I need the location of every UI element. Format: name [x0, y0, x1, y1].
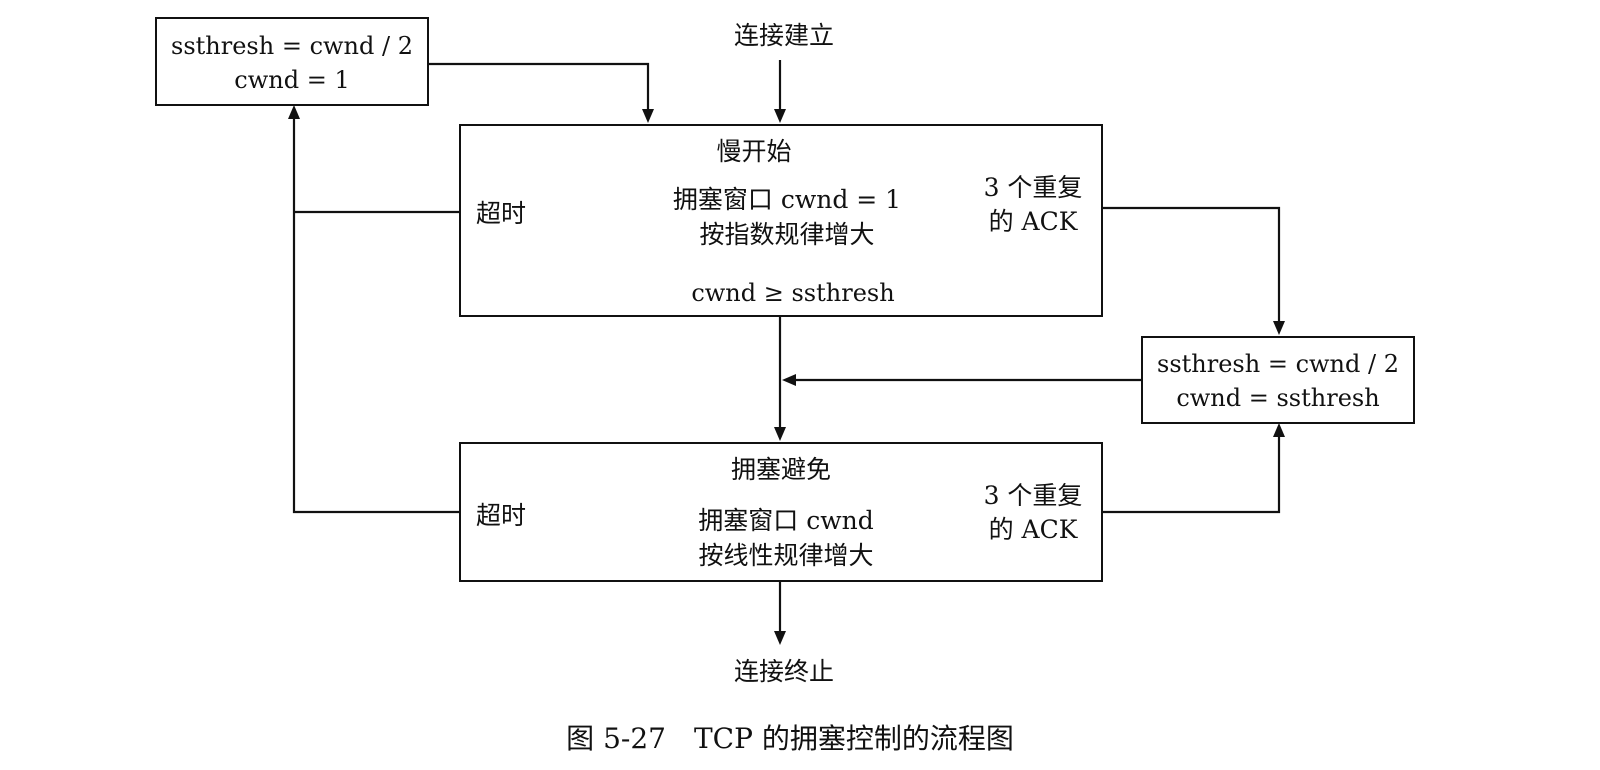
edge-reset-to-slow-start	[428, 62, 650, 109]
fast-recovery-line-1: ssthresh = cwnd / 2	[1157, 350, 1399, 378]
congestion-avoidance-dup-ack-line-2: 的 ACK	[989, 515, 1079, 544]
slow-start-title: 慢开始	[716, 137, 791, 166]
slow-start-condition: cwnd ≥ ssthresh	[691, 279, 894, 307]
fast-recovery-rect	[1141, 336, 1415, 424]
arrowhead-left	[782, 374, 796, 386]
slow-start-rect	[459, 124, 1103, 317]
fast-recovery-line-2: cwnd = ssthresh	[1176, 384, 1379, 412]
edge-avoidance-dup-ack	[1102, 437, 1281, 514]
timeout-reset-rect	[155, 17, 429, 106]
congestion-avoidance-timeout-label: 超时	[476, 501, 526, 530]
slow-start-dup-ack-line-1: 3 个重复	[984, 173, 1083, 202]
congestion-avoidance-title: 拥塞避免	[731, 455, 831, 484]
timeout-reset-line-2: cwnd = 1	[234, 66, 349, 94]
connect-end-label: 连接终止	[734, 657, 834, 686]
congestion-avoidance-body-line-1: 拥塞窗口 cwnd	[698, 506, 873, 535]
timeout-reset-box: ssthresh = cwnd / 2 cwnd = 1	[155, 17, 429, 106]
edges	[288, 60, 1285, 645]
slow-start-body-line-1: 拥塞窗口 cwnd = 1	[673, 185, 901, 214]
figure-caption: 图 5-27 TCP 的拥塞控制的流程图	[566, 722, 1014, 755]
fast-recovery-box: ssthresh = cwnd / 2 cwnd = ssthresh	[1141, 336, 1415, 424]
arrowhead-down	[642, 109, 654, 123]
slow-start-body-line-2: 按指数规律增大	[699, 220, 874, 249]
congestion-avoidance-box: 拥塞避免 拥塞窗口 cwnd 按线性规律增大 超时 3 个重复 的 ACK	[459, 442, 1103, 582]
congestion-avoidance-body-line-2: 按线性规律增大	[698, 541, 873, 570]
timeout-reset-line-1: ssthresh = cwnd / 2	[171, 32, 413, 60]
arrowhead-down	[1273, 321, 1285, 335]
arrowhead-down	[774, 109, 786, 123]
edge-slow-start-dup-ack	[1102, 206, 1281, 321]
slow-start-timeout-label: 超时	[476, 199, 526, 228]
slow-start-dup-ack-line-2: 的 ACK	[989, 207, 1079, 236]
congestion-avoidance-dup-ack-line-1: 3 个重复	[984, 481, 1083, 510]
connect-start-label: 连接建立	[734, 21, 834, 50]
congestion-avoidance-rect	[459, 442, 1103, 582]
arrowhead-up	[288, 105, 300, 119]
arrowhead-down	[774, 631, 786, 645]
slow-start-box: 慢开始 拥塞窗口 cwnd = 1 按指数规律增大 cwnd ≥ ssthres…	[459, 124, 1103, 317]
arrowhead-up	[1273, 423, 1285, 437]
edge-avoidance-timeout	[292, 119, 460, 514]
arrowhead-down	[774, 427, 786, 441]
